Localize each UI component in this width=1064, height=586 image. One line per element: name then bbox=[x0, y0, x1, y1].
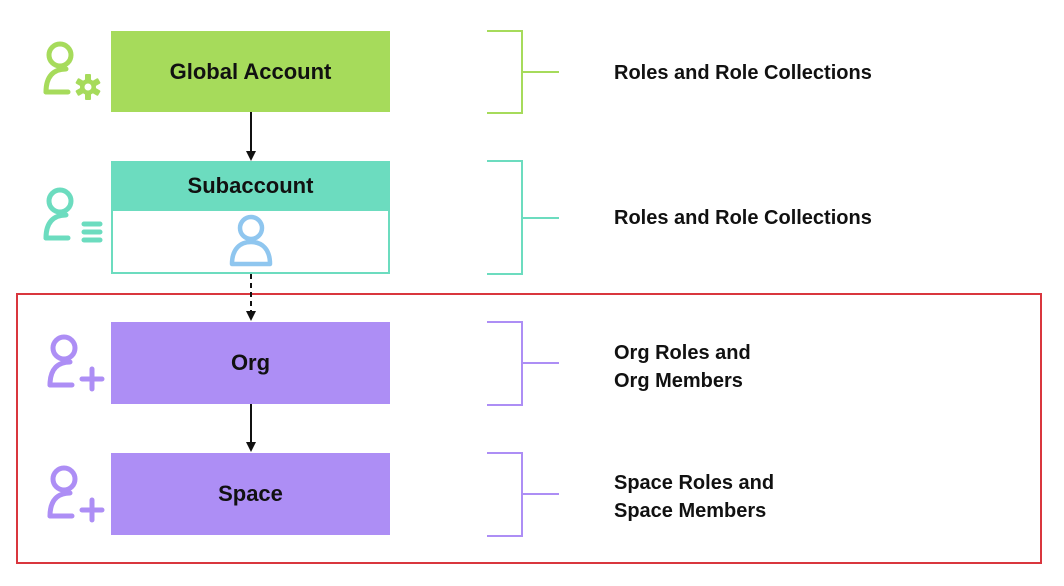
space-description: Space Roles and Space Members bbox=[614, 469, 774, 525]
org-box: Org bbox=[111, 322, 390, 404]
bracket-subaccount bbox=[487, 160, 559, 275]
subaccount-description-text: Roles and Role Collections bbox=[614, 207, 872, 229]
subaccount-container: Subaccount bbox=[111, 161, 390, 274]
org-description-line-1: Org Roles and bbox=[614, 342, 751, 364]
highlight-frame bbox=[16, 293, 1042, 564]
global-account-box: Global Account bbox=[111, 31, 390, 112]
global-account-description: Roles and Role Collections bbox=[614, 59, 872, 87]
space-description-line-2: Space Members bbox=[614, 500, 767, 522]
org-title: Org bbox=[230, 350, 271, 375]
space-title: Space bbox=[218, 481, 283, 506]
org-description: Org Roles and Org Members bbox=[614, 339, 751, 395]
bracket-global-account bbox=[487, 30, 559, 114]
user-add-icon bbox=[47, 465, 105, 523]
global-account-title: Global Account bbox=[169, 58, 332, 84]
space-description-line-1: Space Roles and bbox=[614, 472, 775, 494]
global-account-description-text: Roles and Role Collections bbox=[614, 62, 872, 84]
arrow-org-to-space bbox=[246, 404, 256, 452]
space-box: Space bbox=[111, 453, 390, 535]
bracket-space bbox=[487, 452, 559, 537]
user-list-icon bbox=[43, 187, 103, 243]
subaccount-title: Subaccount bbox=[187, 173, 314, 198]
subaccount-description: Roles and Role Collections bbox=[614, 204, 872, 232]
subaccount-header: Subaccount bbox=[111, 161, 390, 211]
org-description-line-2: Org Members bbox=[614, 370, 743, 392]
user-add-icon bbox=[47, 334, 105, 392]
user-gear-icon bbox=[43, 41, 101, 100]
dashed-arrow-subaccount-to-org bbox=[246, 274, 256, 321]
user-icon bbox=[229, 214, 273, 267]
arrow-global-to-subaccount bbox=[246, 112, 256, 161]
bracket-org bbox=[487, 321, 559, 406]
